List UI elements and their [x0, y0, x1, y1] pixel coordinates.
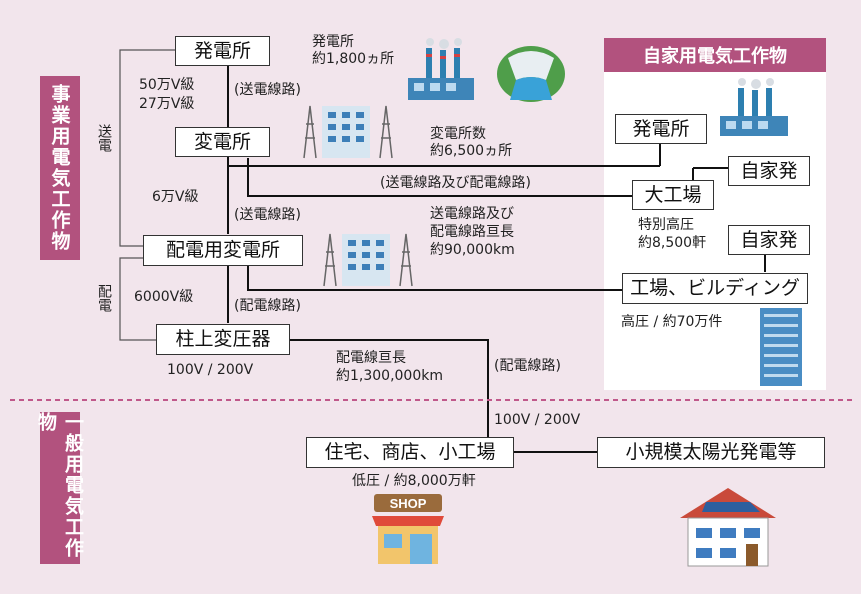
plant-count-label: 発電所 約1,800ヵ所 — [312, 34, 395, 67]
voltage-6000-label: 6000V級 — [134, 289, 194, 305]
high-voltage-label: 高圧 / 約70万件 — [621, 314, 723, 330]
shop-sign: SHOP — [390, 496, 427, 511]
voltage-100-200-label-b: 100V / 200V — [494, 412, 581, 428]
shop-icon: SHOP — [372, 494, 444, 564]
trans-dist-line-label: (送電線路及び配電線路) — [380, 175, 531, 191]
distribution-label: 配電 — [96, 284, 112, 312]
self-gen-box-2: 自家発 — [728, 225, 810, 255]
solar-box: 小規模太陽光発電等 — [597, 437, 825, 468]
low-voltage-label: 低圧 / 約8,000万軒 — [352, 473, 476, 489]
business-tab: 事業用電気工作物 — [40, 76, 80, 260]
big-factory-box: 大工場 — [632, 180, 714, 210]
voltage-6man-label: 6万V級 — [152, 189, 199, 205]
factory-icon — [408, 38, 474, 100]
dist-line-label-1: (配電線路) — [234, 298, 301, 314]
dist-line-label-2: (配電線路) — [494, 358, 561, 374]
factory-building-box: 工場、ビルディング — [622, 273, 808, 304]
trans-line-label-1: (送電線路) — [234, 82, 301, 98]
general-tab: 一般用電気工作物 — [35, 412, 84, 564]
substation-count-label: 変電所数 約6,500ヵ所 — [430, 126, 513, 159]
homes-box: 住宅、商店、小工場 — [306, 437, 514, 468]
substation-box: 変電所 — [175, 127, 270, 157]
pole-transformer-box: 柱上変圧器 — [156, 324, 290, 355]
house-solar-icon — [680, 488, 776, 567]
special-hv-label: 特別高圧 約8,500軒 — [638, 217, 707, 252]
voltage-100-200-label-a: 100V / 200V — [167, 362, 254, 378]
dist-substation-building-icon — [323, 233, 413, 287]
dist-length-label: 配電線亘長 約1,300,000km — [336, 350, 443, 385]
self-gen-box-1: 自家発 — [728, 156, 810, 186]
private-factory-icon — [720, 78, 788, 136]
line-length-label: 送電線路及び 配電線路亘長 約90,000km — [430, 206, 515, 259]
trans-line-label-2: (送電線路) — [234, 207, 301, 223]
transmission-label: 送電 — [96, 124, 112, 152]
voltage-50-27-label: 50万V級 27万V級 — [139, 77, 195, 112]
private-plant-box: 発電所 — [615, 114, 707, 144]
private-header: 自家用電気工作物 — [604, 38, 826, 72]
office-tower-icon — [760, 308, 802, 386]
power-plant-box: 発電所 — [175, 36, 270, 66]
dist-substation-box: 配電用変電所 — [143, 235, 303, 266]
dam-icon — [497, 46, 565, 102]
substation-building-icon — [303, 105, 393, 159]
